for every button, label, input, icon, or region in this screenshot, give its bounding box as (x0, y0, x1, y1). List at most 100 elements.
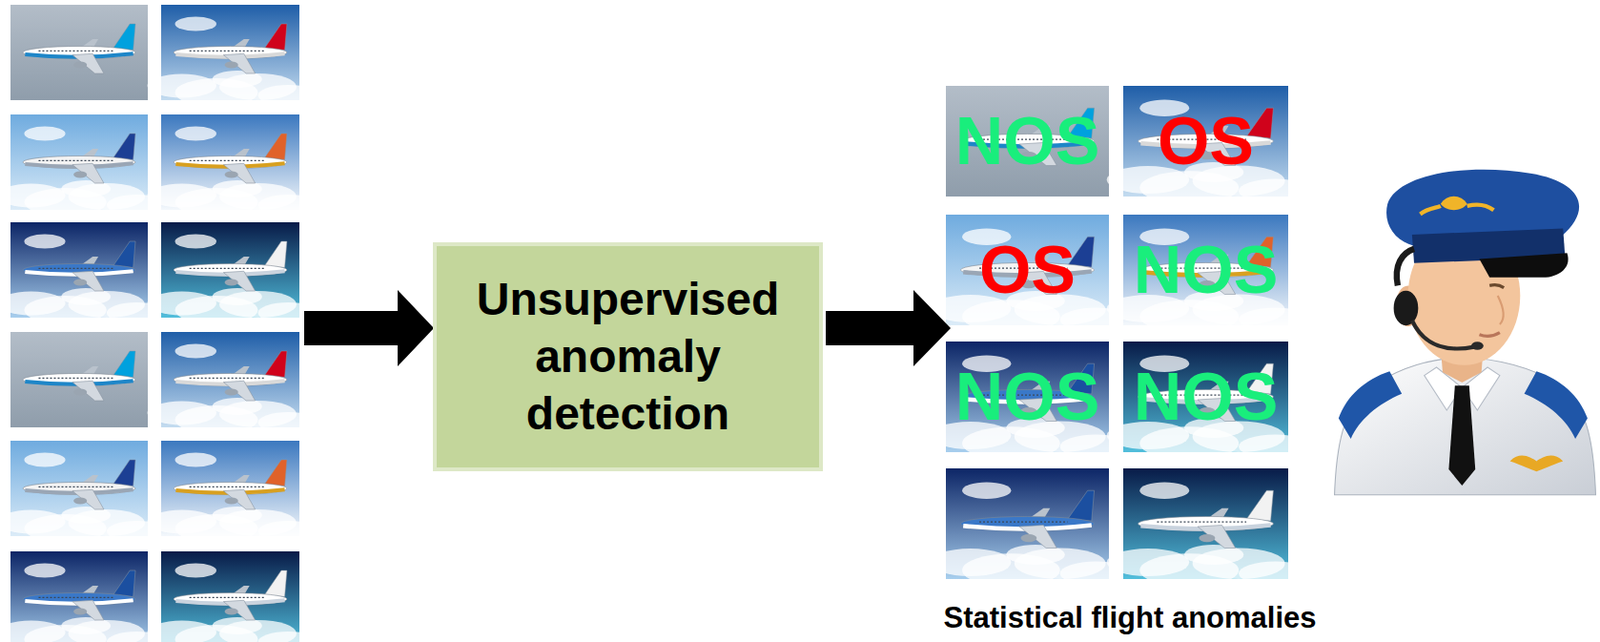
cloud (258, 631, 320, 642)
cloud (23, 452, 65, 468)
airplane-photo (147, 114, 320, 217)
tail-fin (1246, 490, 1273, 521)
tail-fin (112, 241, 136, 267)
tail-fin (1067, 490, 1095, 521)
tail-fin (264, 133, 288, 160)
cloud (258, 411, 320, 433)
cap-visor (1479, 252, 1569, 278)
wing (1197, 525, 1236, 549)
caption-text: Statistical flight anomalies (943, 602, 1316, 633)
status-label: NOS (1133, 363, 1279, 431)
tail-fin (264, 570, 288, 596)
wing (223, 53, 255, 74)
tail-fin (264, 241, 288, 267)
box-label: Unsupervised anomaly detection (451, 270, 804, 443)
status-label: OS (979, 236, 1076, 304)
headset-earcup (1394, 290, 1419, 326)
engine (225, 171, 239, 179)
windows (1156, 520, 1247, 522)
airplane-photo (0, 440, 167, 543)
wing (223, 163, 255, 184)
windows (38, 596, 113, 598)
wing (72, 53, 104, 74)
cloud (23, 563, 65, 578)
engine (225, 608, 239, 616)
cloud (175, 17, 218, 32)
windows (38, 160, 113, 162)
airplane-photo (929, 341, 1132, 460)
cloud (1238, 560, 1312, 586)
engine (225, 389, 239, 396)
wing (223, 599, 255, 620)
windows (189, 486, 265, 488)
engine (73, 61, 87, 69)
wing (223, 270, 255, 291)
wing (72, 163, 104, 184)
pilot-icon (1334, 169, 1597, 495)
windows (979, 520, 1068, 522)
cloud (962, 482, 1011, 499)
status-label: NOS (955, 363, 1101, 431)
airplane-photo (1107, 341, 1313, 460)
cloud (175, 344, 218, 359)
status-label: NOS (1133, 236, 1279, 304)
airplane-photo (929, 214, 1132, 333)
tail-fin (112, 133, 136, 160)
wing (72, 380, 104, 401)
epaulette (1524, 370, 1588, 439)
airplane-photo (945, 85, 1109, 197)
flow-arrow (304, 289, 434, 367)
tail-fin (264, 23, 288, 50)
eyebrow (1489, 285, 1504, 288)
airplane-photo (10, 4, 148, 101)
windows (38, 377, 113, 379)
airplane-photo (0, 114, 167, 217)
cloud (1238, 433, 1312, 459)
windows (189, 596, 265, 598)
airplane-photo (147, 331, 320, 434)
status-label: OS (1157, 107, 1254, 175)
engine (225, 61, 239, 69)
flow-arrow (825, 289, 951, 367)
engine (73, 608, 87, 616)
cloud (175, 452, 218, 468)
tie (1448, 385, 1476, 486)
tail-fin (112, 350, 136, 377)
nose (1497, 295, 1504, 325)
engine (73, 171, 87, 179)
wing (72, 489, 104, 510)
windows (38, 50, 113, 52)
status-label: NOS (955, 107, 1101, 175)
airplane-photo (147, 4, 320, 107)
airplane-photo (147, 440, 320, 543)
headset-mic-boom (1412, 320, 1475, 349)
cloud (258, 520, 320, 542)
headset-mic (1471, 341, 1484, 350)
engine (73, 279, 87, 287)
tail-fin (112, 23, 136, 50)
windows (189, 267, 265, 269)
airplane-photo (10, 331, 148, 428)
cloud (258, 84, 320, 106)
wing (72, 599, 104, 620)
engine (225, 497, 239, 505)
airplane-photo (1107, 214, 1313, 333)
cloud (23, 126, 65, 142)
wings-badge (1510, 455, 1564, 472)
cloud (23, 234, 65, 249)
cloud (175, 234, 218, 249)
windows (38, 486, 113, 488)
windows (189, 50, 265, 52)
epaulette (1338, 370, 1402, 439)
airplane-photo (1107, 468, 1313, 587)
cloud (1139, 482, 1190, 499)
wing (1019, 525, 1057, 549)
engine (73, 497, 87, 505)
airplane-photo (1107, 85, 1313, 205)
airplane-photo (929, 468, 1132, 587)
airplane-photo (0, 551, 167, 642)
windows (38, 267, 113, 269)
cap-wings (1419, 205, 1494, 215)
mouth (1479, 332, 1500, 337)
